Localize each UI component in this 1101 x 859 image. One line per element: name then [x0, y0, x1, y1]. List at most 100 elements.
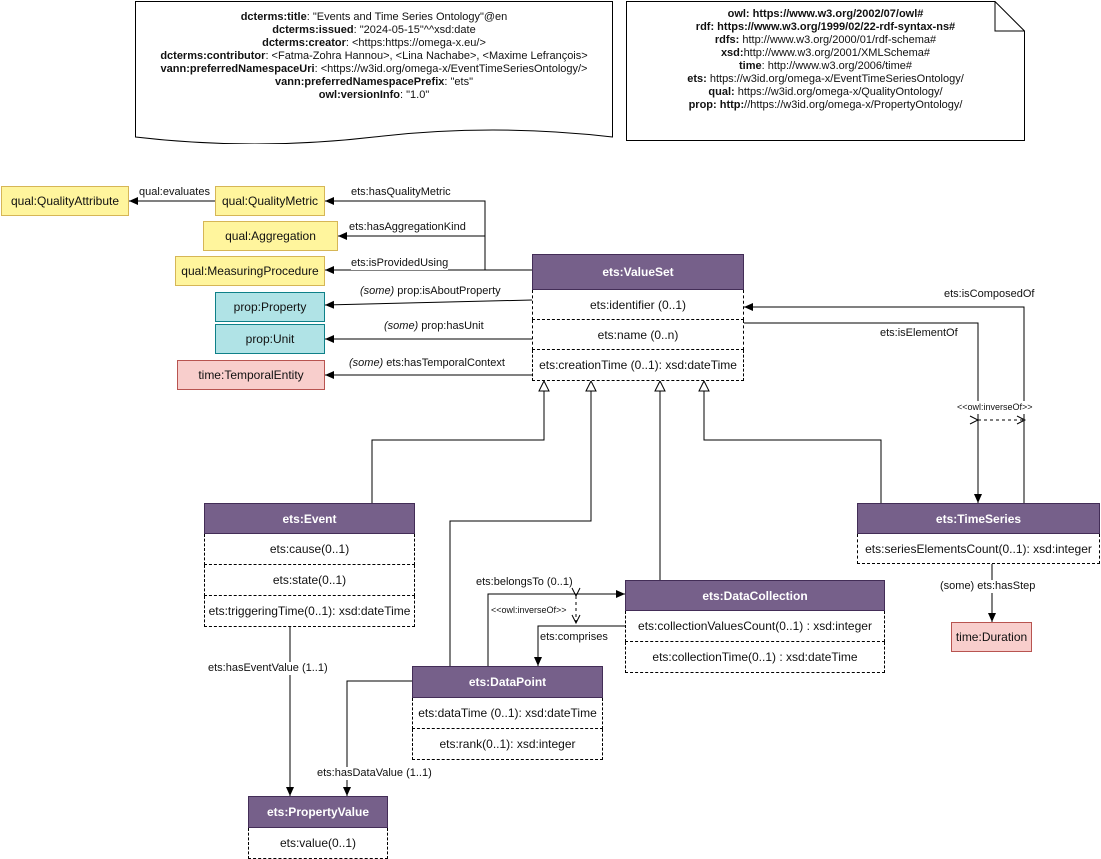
metadata-key: owl:versionInfo: [318, 89, 401, 101]
edge-is-about-property: [324, 299, 533, 309]
namespace-note-shape: [626, 1, 1025, 141]
metadata-line: owl:versionInfo: "1.0": [135, 89, 613, 102]
class-time-series-name: ets:TimeSeries: [857, 503, 1100, 534]
label-has-data-value: ets:hasDataValue (1..1): [317, 767, 432, 780]
label-has-quality-metric: ets:hasQualityMetric: [351, 186, 451, 199]
namespace-value: https://w3id.org/omega-x/QualityOntology…: [734, 86, 943, 98]
class-data-collection[interactable]: ets:DataCollection ets:collectionValuesC…: [625, 580, 885, 673]
namespace-value: : http://www.w3.org/2006/time#: [761, 60, 913, 72]
class-property-value-name: ets:PropertyValue: [248, 796, 388, 828]
namespace-value: //https://w3id.org/omega-x/PropertyOntol…: [744, 99, 963, 111]
edge-comprises: [534, 625, 625, 666]
namespace-key: qual:: [708, 86, 735, 98]
namespace-key: owl:: [727, 8, 750, 20]
metadata-value: : "2024-05-15"^^xsd:date: [353, 24, 476, 36]
edge-has-data-value: [343, 680, 412, 796]
label-has-event-value: ets:hasEventValue (1..1): [208, 662, 328, 675]
label-some: (some): [349, 357, 384, 369]
namespace-line: rdfs: http://www.w3.org/2000/01/rdf-sche…: [626, 34, 1025, 47]
namespace-key: xsd:: [720, 47, 744, 59]
label-is-about-property: (some) prop:isAboutProperty: [360, 285, 501, 298]
class-measuring-procedure[interactable]: qual:MeasuringProcedure: [175, 256, 325, 286]
class-data-point-attr: ets:rank(0..1): xsd:integer: [412, 729, 603, 760]
metadata-line: dcterms:contributor: <Fatma-Zohra Hannou…: [135, 50, 613, 63]
class-property[interactable]: prop:Property: [215, 292, 325, 322]
class-data-point-attr: ets:dataTime (0..1): xsd:dateTime: [412, 698, 603, 729]
namespace-value: https://www.w3.org/1999/02/22-rdf-syntax…: [714, 21, 956, 33]
subclass-event: [371, 381, 544, 503]
metadata-value: : <Fatma-Zohra Hannou>, <Lina Nachabe>, …: [265, 50, 588, 62]
namespace-key: prop: http:: [688, 99, 745, 111]
metadata-line: dcterms:issued: "2024-05-15"^^xsd:date: [135, 24, 613, 37]
label-belongs-to: ets:belongsTo (0..1): [476, 576, 573, 588]
metadata-line: vann:preferredNamespaceUri: <https://w3i…: [135, 63, 613, 76]
edge-is-composed-of: [744, 303, 1025, 503]
class-temporal-entity[interactable]: time:TemporalEntity: [177, 360, 325, 390]
label-is-element-of: ets:isElementOf: [880, 327, 958, 340]
metadata-key: dcterms:creator: [262, 37, 346, 49]
class-duration[interactable]: time:Duration: [951, 622, 1032, 652]
label-comprises: ets:comprises: [540, 631, 608, 644]
class-data-point-name: ets:DataPoint: [412, 666, 603, 698]
class-unit[interactable]: prop:Unit: [215, 324, 325, 354]
class-event[interactable]: ets:Event ets:cause(0..1) ets:state(0..1…: [204, 503, 415, 627]
class-value-set-name: ets:ValueSet: [532, 254, 744, 290]
label-has-aggregation-kind: ets:hasAggregationKind: [349, 221, 466, 234]
namespace-line: qual: https://w3id.org/omega-x/QualityOn…: [626, 86, 1025, 99]
namespace-value: https://www.w3.org/2002/07/owl#: [749, 8, 924, 20]
namespace-note: owl: https://www.w3.org/2002/07/owl#rdf:…: [626, 1, 1025, 141]
metadata-key: vann:preferredNamespacePrefix: [275, 76, 445, 88]
namespace-line: xsd:http://www.w3.org/2001/XMLSchema#: [626, 47, 1025, 60]
class-quality-attribute[interactable]: qual:QualityAttribute: [1, 186, 129, 216]
class-time-series[interactable]: ets:TimeSeries ets:seriesElementsCount(0…: [857, 503, 1100, 564]
namespace-value: http://www.w3.org/2000/01/rdf-schema#: [739, 34, 937, 46]
metadata-lines: dcterms:title: "Events and Time Series O…: [135, 11, 613, 102]
class-time-series-attr: ets:seriesElementsCount(0..1): xsd:integ…: [857, 534, 1100, 564]
namespace-key: rdf:: [695, 21, 715, 33]
class-property-value[interactable]: ets:PropertyValue ets:value(0..1): [248, 796, 388, 859]
label-has-unit: (some) prop:hasUnit: [384, 320, 484, 333]
class-value-set-attr: ets:name (0..n): [532, 320, 744, 350]
class-event-name: ets:Event: [204, 503, 415, 534]
class-value-set-attr: ets:identifier (0..1): [532, 290, 744, 320]
label-has-temporal-context: (some) ets:hasTemporalContext: [349, 357, 505, 370]
namespace-lines: owl: https://www.w3.org/2002/07/owl#rdf:…: [626, 8, 1025, 112]
class-data-collection-name: ets:DataCollection: [625, 580, 885, 611]
metadata-key: dcterms:contributor: [160, 50, 266, 62]
namespace-value: https://w3id.org/omega-x/EventTimeSeries…: [706, 73, 964, 85]
namespace-value: http://www.w3.org/2001/XMLSchema#: [743, 47, 931, 59]
metadata-value: : <https://w3id.org/omega-x/EventTimeSer…: [314, 63, 588, 75]
label-is-composed-of: ets:isComposedOf: [944, 288, 1035, 301]
namespace-line: ets: https://w3id.org/omega-x/EventTimeS…: [626, 73, 1025, 86]
class-data-point[interactable]: ets:DataPoint ets:dataTime (0..1): xsd:d…: [412, 666, 603, 760]
subclass-datapoint: [449, 381, 591, 666]
metadata-key: vann:preferredNamespaceUri: [160, 63, 315, 75]
class-quality-metric[interactable]: qual:QualityMetric: [215, 186, 325, 216]
namespace-key: rdfs:: [714, 34, 740, 46]
edge-is-element-of: [744, 322, 982, 503]
label-some: (some): [360, 285, 395, 297]
namespace-line: prop: http://https://w3id.org/omega-x/Pr…: [626, 99, 1025, 112]
namespace-line: time: http://www.w3.org/2006/time#: [626, 60, 1025, 73]
label-is-about-property-text: prop:isAboutProperty: [394, 285, 501, 297]
metadata-value: : "Events and Time Series Ontology"@en: [306, 11, 508, 23]
class-value-set[interactable]: ets:ValueSet ets:identifier (0..1) ets:n…: [532, 254, 744, 381]
metadata-key: dcterms:title: [240, 11, 307, 23]
class-event-attr: ets:triggeringTime(0..1): xsd:dateTime: [204, 596, 415, 627]
label-evaluates: qual:evaluates: [139, 186, 210, 199]
namespace-key: ets:: [687, 73, 707, 85]
label-inverse-of-2: <<owl:inverseOf>>: [491, 604, 567, 617]
metadata-line: vann:preferredNamespacePrefix: "ets": [135, 76, 613, 89]
metadata-value: : "1.0": [400, 89, 430, 101]
namespace-line: rdf: https://www.w3.org/1999/02/22-rdf-s…: [626, 21, 1025, 34]
label-has-temporal-context-text: ets:hasTemporalContext: [383, 357, 505, 369]
class-aggregation[interactable]: qual:Aggregation: [203, 221, 338, 251]
class-value-set-attr: ets:creationTime (0..1): xsd:dateTime: [532, 350, 744, 381]
metadata-note: dcterms:title: "Events and Time Series O…: [135, 1, 613, 144]
subclass-timeseries: [704, 381, 882, 503]
class-event-attr: ets:cause(0..1): [204, 534, 415, 565]
metadata-line: dcterms:creator: <https:https://omega-x.…: [135, 37, 613, 50]
class-data-collection-attr: ets:collectionTime(0..1) : xsd:dateTime: [625, 642, 885, 673]
metadata-line: dcterms:title: "Events and Time Series O…: [135, 11, 613, 24]
label-inverse-of-1: <<owl:inverseOf>>: [957, 401, 1033, 414]
